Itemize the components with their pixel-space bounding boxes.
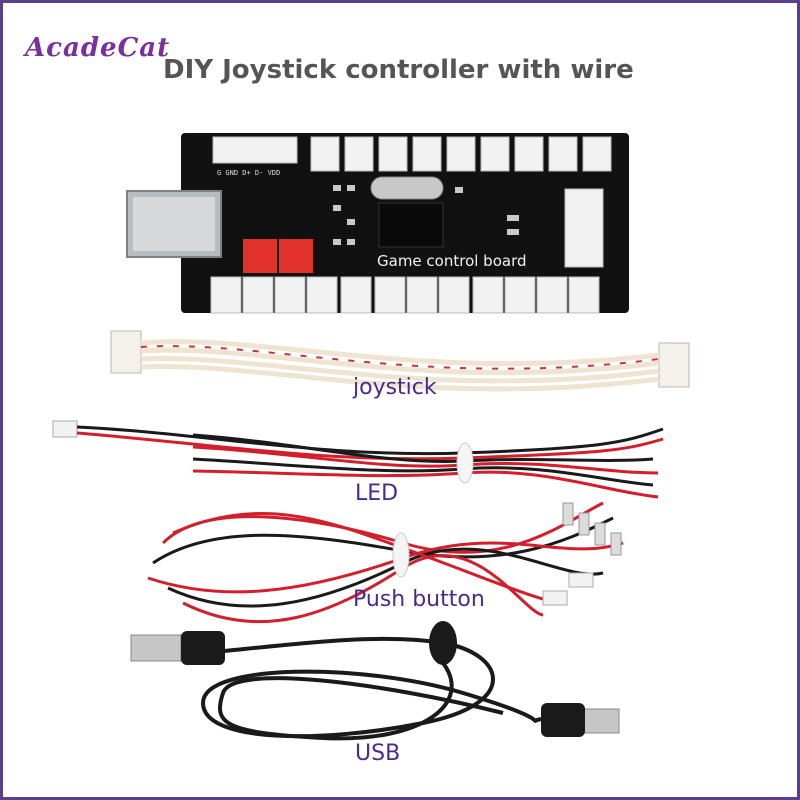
product-illustration bbox=[52, 133, 690, 741]
part-label-led: LED bbox=[355, 481, 399, 506]
board-printed-label: Game control board bbox=[377, 252, 527, 270]
part-label-usb: USB bbox=[355, 741, 401, 766]
brand-logo: AcadeCat bbox=[25, 33, 171, 63]
part-label-push-button: Push button bbox=[353, 587, 485, 612]
joystick-cable bbox=[110, 330, 690, 392]
push-button-wire-harness bbox=[147, 501, 624, 624]
page-title: DIY Joystick controller with wire bbox=[163, 55, 634, 85]
game-control-board bbox=[126, 133, 629, 314]
part-label-joystick: joystick bbox=[353, 375, 437, 400]
usb-cable bbox=[130, 621, 620, 741]
led-wire-harness bbox=[52, 420, 664, 499]
board-pin-label: G GND D+ D- VDD bbox=[217, 169, 281, 177]
